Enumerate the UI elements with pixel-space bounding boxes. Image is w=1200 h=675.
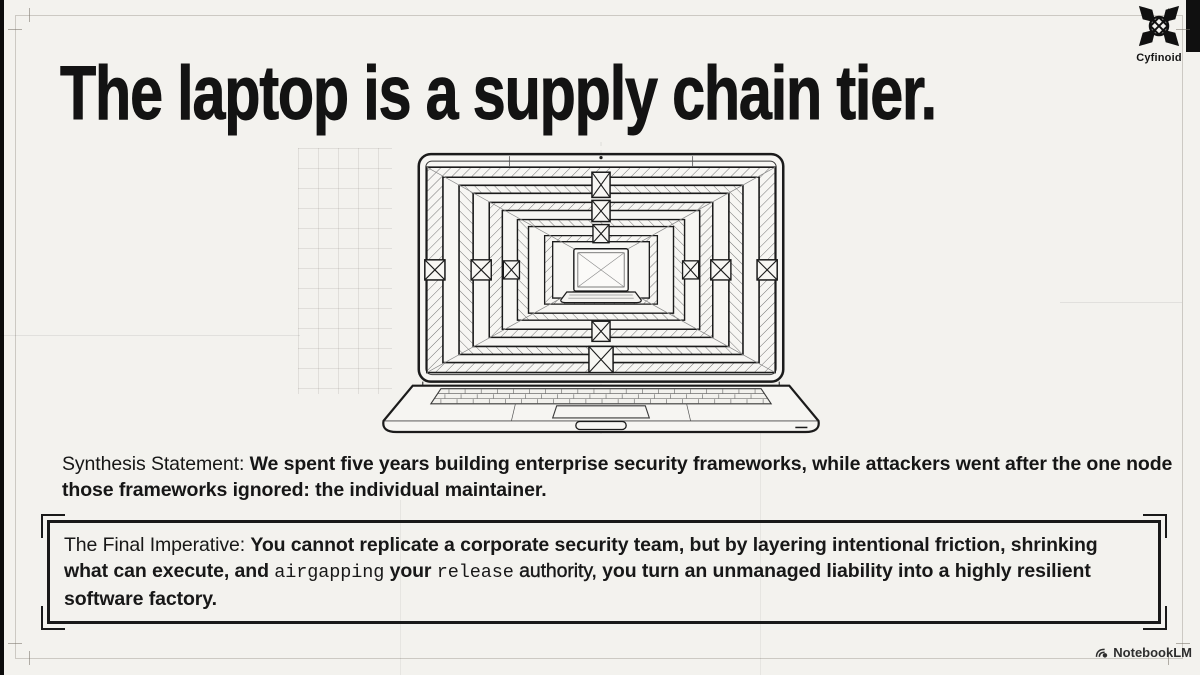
mono-term-airgapping: airgapping: [274, 562, 385, 583]
register-tick: [1168, 651, 1169, 665]
guide-line: [760, 432, 761, 675]
blueprint-page-frame: [15, 15, 1183, 659]
register-tick: [8, 29, 22, 30]
cyfinoid-logo-text: Cyfinoid: [1136, 52, 1182, 64]
guide-line: [400, 500, 401, 675]
notebooklm-icon: [1096, 648, 1108, 658]
register-tick: [29, 8, 30, 22]
graph-paper-patch: [298, 148, 392, 394]
final-imperative-text: The Final Imperative: You cannot replica…: [64, 534, 1098, 610]
laptop-blueprint-icon: [382, 142, 820, 434]
corner-bracket: [1143, 514, 1167, 538]
cyfinoid-logo: Cyfinoid: [1129, 3, 1189, 64]
guide-line: [1060, 302, 1182, 303]
final-imperative-box: The Final Imperative: You cannot replica…: [41, 514, 1167, 630]
final-imperative-border: The Final Imperative: You cannot replica…: [47, 520, 1161, 624]
corner-bracket: [1143, 606, 1167, 630]
synthesis-statement: Synthesis Statement: We spent five years…: [62, 451, 1188, 503]
register-tick: [1176, 643, 1190, 644]
synthesis-body: We spent five years building enterprise …: [62, 453, 1173, 501]
laptop-blueprint-illustration: [378, 140, 822, 434]
notebooklm-text: NotebookLM: [1113, 645, 1192, 660]
register-tick: [8, 643, 22, 644]
corner-bracket: [41, 514, 65, 538]
guide-line: [0, 335, 300, 336]
mono-term-release: release: [436, 562, 514, 583]
corner-bracket: [41, 606, 65, 630]
register-tick: [29, 651, 30, 665]
notebooklm-watermark: NotebookLM: [1094, 645, 1192, 660]
synthesis-label: Synthesis Statement:: [62, 453, 250, 475]
top-right-black-edge: [1186, 0, 1200, 52]
register-tick: [1176, 29, 1190, 30]
left-black-edge: [0, 0, 4, 675]
final-imperative-label: The Final Imperative:: [64, 534, 251, 556]
page-title: The laptop is a supply chain tier.: [60, 51, 938, 137]
cyfinoid-star-icon: [1138, 5, 1180, 47]
